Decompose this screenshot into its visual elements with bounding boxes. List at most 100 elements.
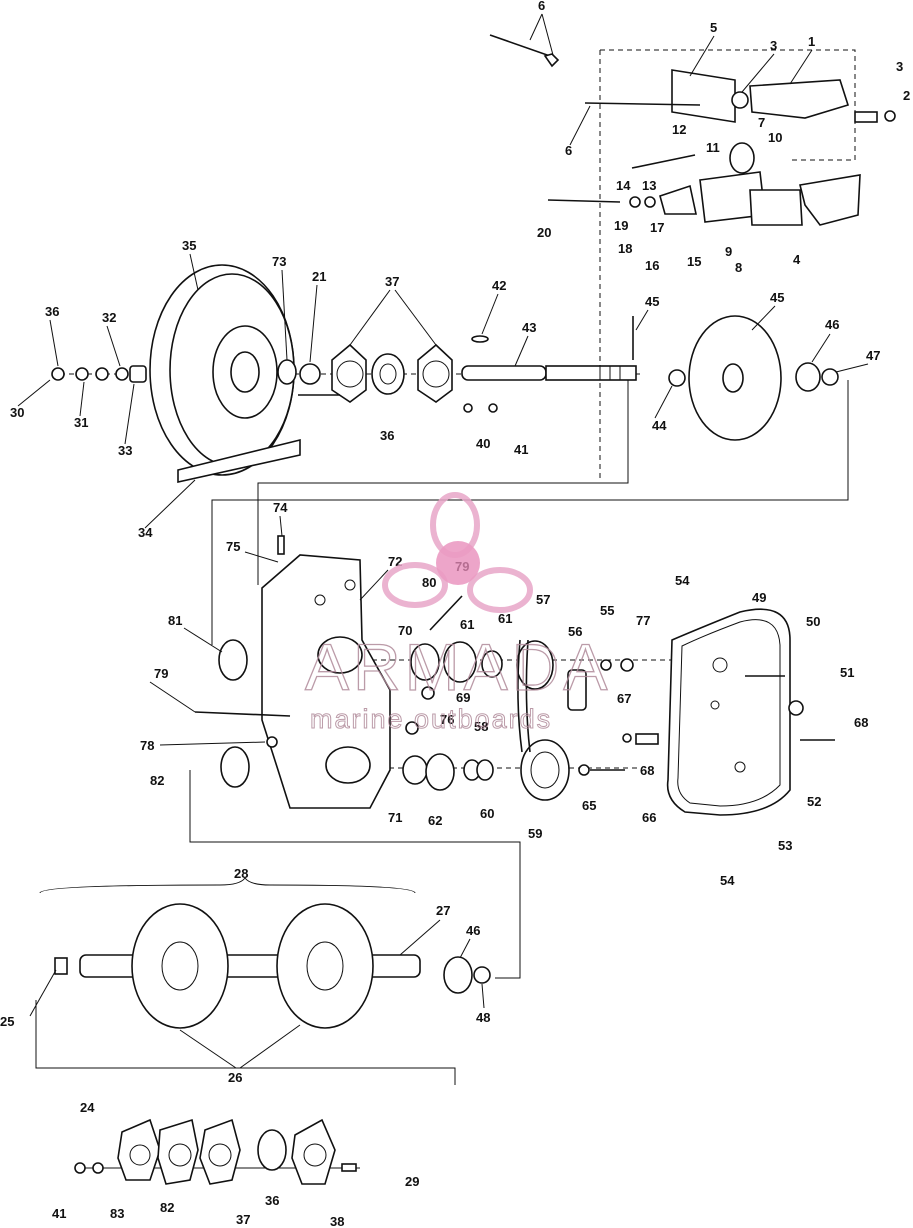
callout-75: 78 bbox=[140, 738, 154, 753]
callout-18: 18 bbox=[618, 241, 632, 256]
callout-51: 53 bbox=[778, 838, 792, 853]
callout-31: 33 bbox=[118, 443, 132, 458]
callout-42: 44 bbox=[652, 418, 667, 433]
callout-40: 42 bbox=[492, 278, 506, 293]
callout-61b: 62 bbox=[428, 813, 442, 828]
callout-17: 17 bbox=[650, 220, 664, 235]
callout-52: 54 bbox=[720, 873, 735, 888]
callout-74: 77 bbox=[636, 613, 650, 628]
callout-35: 37 bbox=[385, 274, 399, 289]
callout-23: 25 bbox=[0, 1014, 14, 1029]
callout-21: 21 bbox=[312, 269, 326, 284]
watermark-brand: ARMADA bbox=[305, 630, 611, 704]
callout-26: 28 bbox=[234, 866, 248, 881]
callout-80: 82 bbox=[160, 1200, 174, 1215]
callout-50: 52 bbox=[807, 794, 821, 809]
callout-64: 67 bbox=[617, 691, 631, 706]
callout-11: 11 bbox=[706, 140, 720, 155]
bearing-flange-assembly bbox=[74, 1118, 357, 1185]
leader-lines bbox=[17, 13, 869, 1069]
callout-68b: 71 bbox=[388, 810, 402, 825]
callout-5: 6 bbox=[565, 143, 572, 158]
watermark: ARMADA marine outboards bbox=[304, 492, 611, 735]
callout-65: 68 bbox=[640, 763, 654, 778]
callout-39b: 41 bbox=[52, 1206, 66, 1221]
callout-24: 26 bbox=[228, 1070, 242, 1085]
callout-60: 61 bbox=[498, 611, 512, 626]
callout-43: 45 bbox=[645, 294, 659, 309]
watermark-tagline: marine outboards bbox=[310, 704, 552, 734]
callout-47: 49 bbox=[752, 590, 766, 605]
callout-37: 37 bbox=[236, 1212, 250, 1227]
callout-1: 1 bbox=[808, 34, 815, 49]
drive-pulley bbox=[51, 264, 321, 483]
callout-16: 16 bbox=[645, 258, 659, 273]
callout-73: 76 bbox=[440, 712, 454, 727]
callout-29: 31 bbox=[74, 415, 88, 430]
callout-66: 68 bbox=[854, 715, 868, 730]
linkage-assembly bbox=[489, 34, 896, 226]
callout-44: 45 bbox=[770, 290, 784, 305]
callout-33: 34 bbox=[138, 525, 153, 540]
callout-45: 46 bbox=[825, 317, 839, 332]
callout-67: 69 bbox=[456, 690, 470, 705]
callout-15: 15 bbox=[687, 254, 701, 269]
chaincase-housing bbox=[194, 535, 463, 809]
callout-34: 36 bbox=[45, 304, 59, 319]
callout-61: 61 bbox=[460, 617, 474, 632]
callout-36: 36 bbox=[380, 428, 394, 443]
callout-79: 81 bbox=[168, 613, 182, 628]
callout-46: 47 bbox=[866, 348, 880, 363]
drive-axle bbox=[54, 903, 491, 1029]
callout-48: 50 bbox=[806, 614, 820, 629]
chaincase-cover bbox=[666, 608, 835, 816]
callout-72: 75 bbox=[226, 539, 240, 554]
callout-2: 2 bbox=[903, 88, 910, 103]
callout-39: 41 bbox=[514, 442, 528, 457]
callout-71: 74 bbox=[273, 500, 288, 515]
callout-25: 27 bbox=[436, 903, 450, 918]
callout-36b: 36 bbox=[265, 1193, 279, 1208]
callout-62: 65 bbox=[582, 798, 596, 813]
callout-6b: 7 bbox=[758, 115, 765, 130]
callout-19: 19 bbox=[614, 218, 628, 233]
callout-9: 9 bbox=[725, 244, 732, 259]
callout-6: 6 bbox=[538, 0, 545, 13]
callout-79b: 82 bbox=[150, 773, 164, 788]
callout-27: 29 bbox=[405, 1174, 419, 1189]
callout-59: 60 bbox=[480, 806, 494, 821]
callout-41: 43 bbox=[522, 320, 536, 335]
callout-8: 8 bbox=[735, 260, 742, 275]
callout-46b: 48 bbox=[476, 1010, 490, 1025]
callout-55: 56 bbox=[568, 624, 582, 639]
callout-14: 14 bbox=[616, 178, 631, 193]
callout-53: 54 bbox=[675, 573, 690, 588]
callout-38: 40 bbox=[476, 436, 490, 451]
callout-49: 51 bbox=[840, 665, 854, 680]
callout-78: 80 bbox=[422, 575, 436, 590]
callout-10: 10 bbox=[768, 130, 782, 145]
callout-54: 55 bbox=[600, 603, 614, 618]
propeller-logo bbox=[382, 492, 533, 613]
callout-32: 35 bbox=[182, 238, 196, 253]
callout-45b: 46 bbox=[466, 923, 480, 938]
callout-12: 12 bbox=[672, 122, 686, 137]
callout-56: 57 bbox=[536, 592, 550, 607]
callout-76: 79 bbox=[154, 666, 168, 681]
callout-81: 83 bbox=[110, 1206, 124, 1221]
chain-drive bbox=[402, 639, 659, 801]
callout-70: 73 bbox=[272, 254, 286, 269]
driven-pulley bbox=[688, 315, 839, 441]
callout-28: 30 bbox=[10, 405, 24, 420]
callout-57: 58 bbox=[474, 719, 488, 734]
callout-63: 66 bbox=[642, 810, 656, 825]
callout-3: 3 bbox=[770, 38, 777, 53]
callout-3b: 3 bbox=[896, 59, 903, 74]
callout-13: 13 bbox=[642, 178, 656, 193]
callout-30: 32 bbox=[102, 310, 116, 325]
shaft-components bbox=[298, 316, 686, 413]
callout-22: 24 bbox=[80, 1100, 95, 1115]
callout-58: 59 bbox=[528, 826, 542, 841]
